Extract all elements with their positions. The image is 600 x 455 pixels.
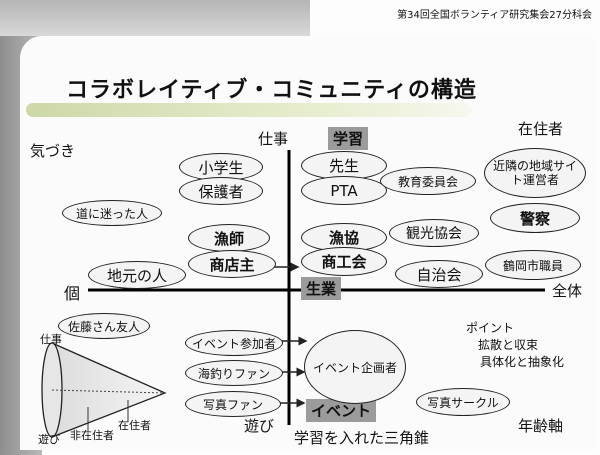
oval-residents-assoc: 自治会 <box>395 260 483 288</box>
cone-label-resident: 在住者 <box>118 419 151 432</box>
decorative-top-bar <box>0 0 310 36</box>
oval-fishing-fan: 海釣りファン <box>185 360 283 386</box>
oval-commerce-assoc: 商工会 <box>301 247 387 276</box>
oval-pta: PTA <box>301 176 387 205</box>
title-underline-bar <box>26 103 472 117</box>
axis-label-play: 遊び <box>244 417 275 435</box>
cone-label-work: 仕事 <box>40 333 62 346</box>
oval-local-person: 地元の人 <box>88 261 186 289</box>
point-note-line1: 拡散と収束 <box>478 338 539 352</box>
axis-label-individual: 個 <box>64 284 81 303</box>
page-title: コラボレイティブ・コミュニティの構造 <box>66 78 477 103</box>
oval-police: 警察 <box>490 203 580 233</box>
point-note-line2: 具体化と抽象化 <box>480 355 565 369</box>
oval-photo-circle: 写真サークル <box>416 388 510 416</box>
axis-label-resident: 在住者 <box>518 120 564 138</box>
box-study: 学習 <box>328 127 369 150</box>
diagram-caption: 学習を入れた三角錐 <box>294 429 430 447</box>
axis-label-awareness: 気づき <box>30 142 76 160</box>
axis-label-work: 仕事 <box>258 130 289 148</box>
neighbor-site-staff-label: 近隣の地域サイト運営者 <box>492 159 577 187</box>
oval-teacher: 先生 <box>301 151 387 180</box>
axis-label-age: 年齢軸 <box>518 417 564 435</box>
cone-label-non-resident: 非在住者 <box>70 429 114 442</box>
oval-guardian: 保護者 <box>179 177 263 205</box>
oval-fisherman: 漁師 <box>188 224 270 252</box>
box-production: 生業 <box>301 277 342 300</box>
oval-event-participant: イベント参加者 <box>185 330 283 356</box>
oval-lost-person: 道に迷った人 <box>62 200 162 226</box>
oval-tourism-assoc: 観光協会 <box>389 219 479 247</box>
oval-photo-fan: 写真ファン <box>185 391 281 417</box>
point-note-heading: ポイント <box>466 321 515 335</box>
cone-axis-line <box>51 389 166 394</box>
oval-neighbor-site-staff: 近隣の地域サイト運営者 <box>484 148 586 198</box>
oval-shopkeeper: 商店主 <box>188 250 276 278</box>
oval-city-staff: 鶴岡市職員 <box>485 250 581 280</box>
cone-label-play: 遊び <box>38 433 60 446</box>
oval-event-planner: イベント企画者 <box>304 330 406 404</box>
header-note: 第34回全国ボランティア研究集会27分科会 <box>397 10 592 21</box>
oval-education-board: 教育委員会 <box>380 167 476 195</box>
oval-sato-friend: 佐藤さん友人 <box>58 313 150 339</box>
box-event: イベント <box>306 399 377 422</box>
axis-label-whole: 全体 <box>552 282 583 300</box>
